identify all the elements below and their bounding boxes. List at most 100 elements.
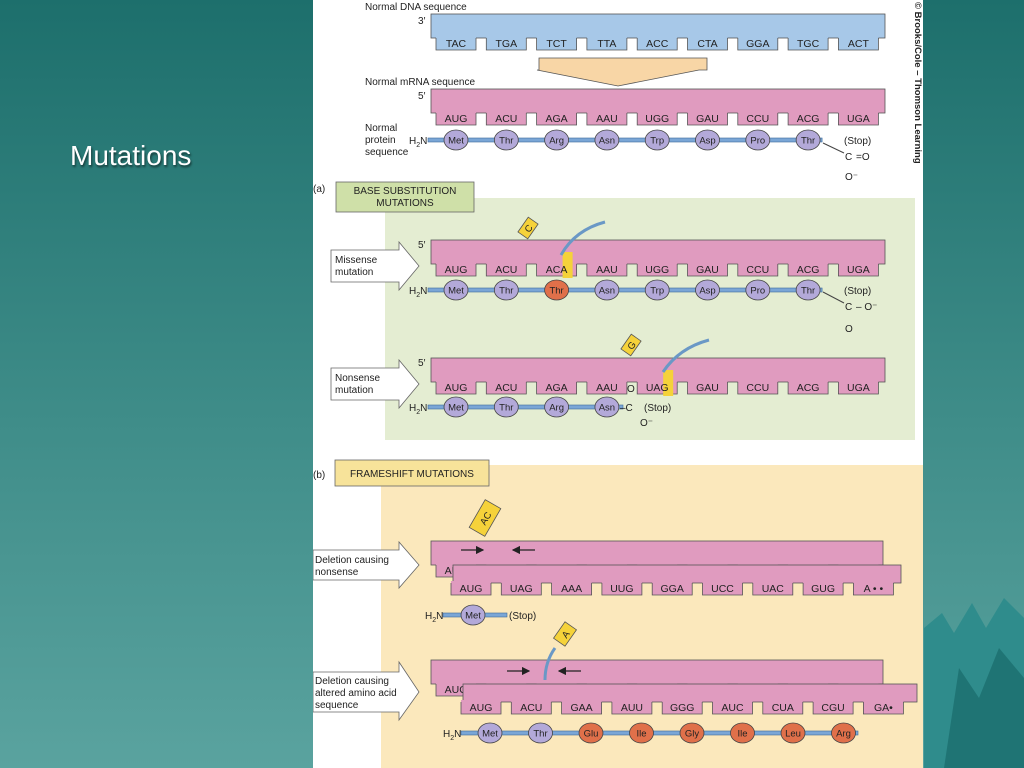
mrna-end-label: 5′ (418, 91, 426, 102)
amino-acid-label: Met (448, 136, 464, 147)
codon-outline (510, 702, 552, 715)
codon-outline (802, 583, 844, 596)
codon-outline (636, 38, 678, 51)
codon-tab (803, 581, 844, 595)
amino-acid-bead (544, 396, 570, 418)
protein-label-line1: Normal (365, 123, 397, 134)
codon-label: TAC (446, 38, 467, 50)
codon-tab (788, 262, 829, 276)
codon-label: TGA (496, 38, 518, 50)
amino-acid-bead (831, 722, 856, 744)
nonsense-end-label: 5′ (418, 358, 426, 369)
deletion-altered-amino-terminus: H2N (443, 729, 461, 742)
codon-label: ACU (520, 702, 542, 714)
amino-acid-bead (594, 279, 620, 301)
amino-acid-bead (745, 129, 771, 151)
codon-outline (737, 113, 779, 126)
codon-tab (486, 36, 527, 50)
deletion-altered-arrow (313, 660, 420, 722)
codon-label: ACU (495, 264, 517, 276)
panel-a-background (385, 198, 915, 440)
codon-label: GAU (696, 264, 719, 276)
missense-stop-label: (Stop) (844, 286, 871, 297)
amino-acid-label: Thr (499, 286, 513, 297)
codon-label: ACA (546, 264, 568, 276)
codon-outline (737, 382, 779, 395)
codon-outline (661, 702, 703, 715)
nonsense-label-line2: mutation (335, 385, 373, 396)
amino-acid-label: Met (465, 611, 481, 622)
codon-tab (762, 700, 803, 714)
nonsense-arrow (330, 358, 420, 410)
section-b-title-box (334, 459, 490, 487)
amino-acid-bead (795, 129, 821, 151)
amino-acid-label: Thr (801, 286, 815, 297)
codon-outline (536, 38, 577, 51)
codon-label: UAG (646, 382, 669, 394)
amino-acid-bead (644, 279, 670, 301)
codon-outline (435, 113, 477, 126)
deletion-nonsense-protein-chain: Met (442, 604, 508, 626)
codon-outline (485, 113, 527, 126)
codon-tab (712, 700, 753, 714)
codon-outline (737, 38, 779, 51)
codon-outline (586, 38, 628, 51)
codon-tab (436, 380, 476, 394)
codon-tab (511, 700, 552, 714)
codon-outline (611, 702, 653, 715)
transcription-arrow (536, 57, 708, 87)
codon-label: GGG (670, 702, 695, 714)
normal-carboxyl-o: =O (856, 152, 870, 163)
codon-tab (737, 36, 778, 50)
missense-carboxyl-o-minus: – O⁻ (856, 302, 877, 313)
amino-acid-label: Arg (549, 136, 564, 147)
codon-label: AUG (470, 702, 493, 714)
amino-acid-bead (443, 279, 469, 301)
codon-outline (450, 583, 492, 596)
amino-acid-label: Arg (836, 729, 851, 740)
strand-backbone (430, 88, 886, 114)
codon-label: TGC (797, 38, 820, 50)
codon-tab (561, 700, 602, 714)
amino-acid-label: Asn (599, 136, 615, 147)
codon-label: CCU (746, 264, 769, 276)
amino-acid-label: Thr (499, 136, 513, 147)
codon-tab (737, 380, 778, 394)
codon-label: ACU (495, 382, 517, 394)
protein-label-line3: sequence (365, 147, 409, 158)
codon-tab (853, 581, 894, 595)
codon-label: UGA (847, 113, 870, 125)
codon-label: CUA (772, 702, 794, 714)
codon-outline (636, 382, 678, 395)
amino-acid-bead (594, 396, 620, 418)
amino-acid-bead (780, 722, 806, 744)
codon-label: GAA (571, 702, 593, 714)
amino-acid-label: Leu (785, 729, 801, 740)
codon-label: AUG (445, 382, 468, 394)
codon-outline (712, 702, 753, 715)
section-b-title: FRAMESHIFT MUTATIONS (350, 469, 474, 480)
codon-outline (536, 264, 577, 277)
codon-label: AUG (445, 113, 468, 125)
codon-label: UAG (510, 583, 533, 595)
codon-outline (838, 382, 879, 395)
deletion-altered-label-line2: altered amino acid (315, 688, 397, 699)
strand-backbone (430, 540, 884, 566)
codon-label: ACG (797, 264, 820, 276)
amino-acid-bead (730, 722, 755, 744)
codon-tab (436, 111, 476, 125)
missense-amino-terminus: H2N (409, 286, 427, 299)
codon-outline (752, 583, 794, 596)
codon-outline (787, 382, 829, 395)
mutated-base-highlight (663, 370, 674, 396)
codon-label: AUU (621, 702, 643, 714)
codon-label: AUG (445, 264, 468, 276)
codon-outline (863, 702, 904, 715)
codon-label: CGU (821, 702, 844, 714)
codon-outline (586, 382, 628, 395)
missense-carboxyl-bond (822, 291, 845, 304)
amino-acid-bead (544, 129, 570, 151)
